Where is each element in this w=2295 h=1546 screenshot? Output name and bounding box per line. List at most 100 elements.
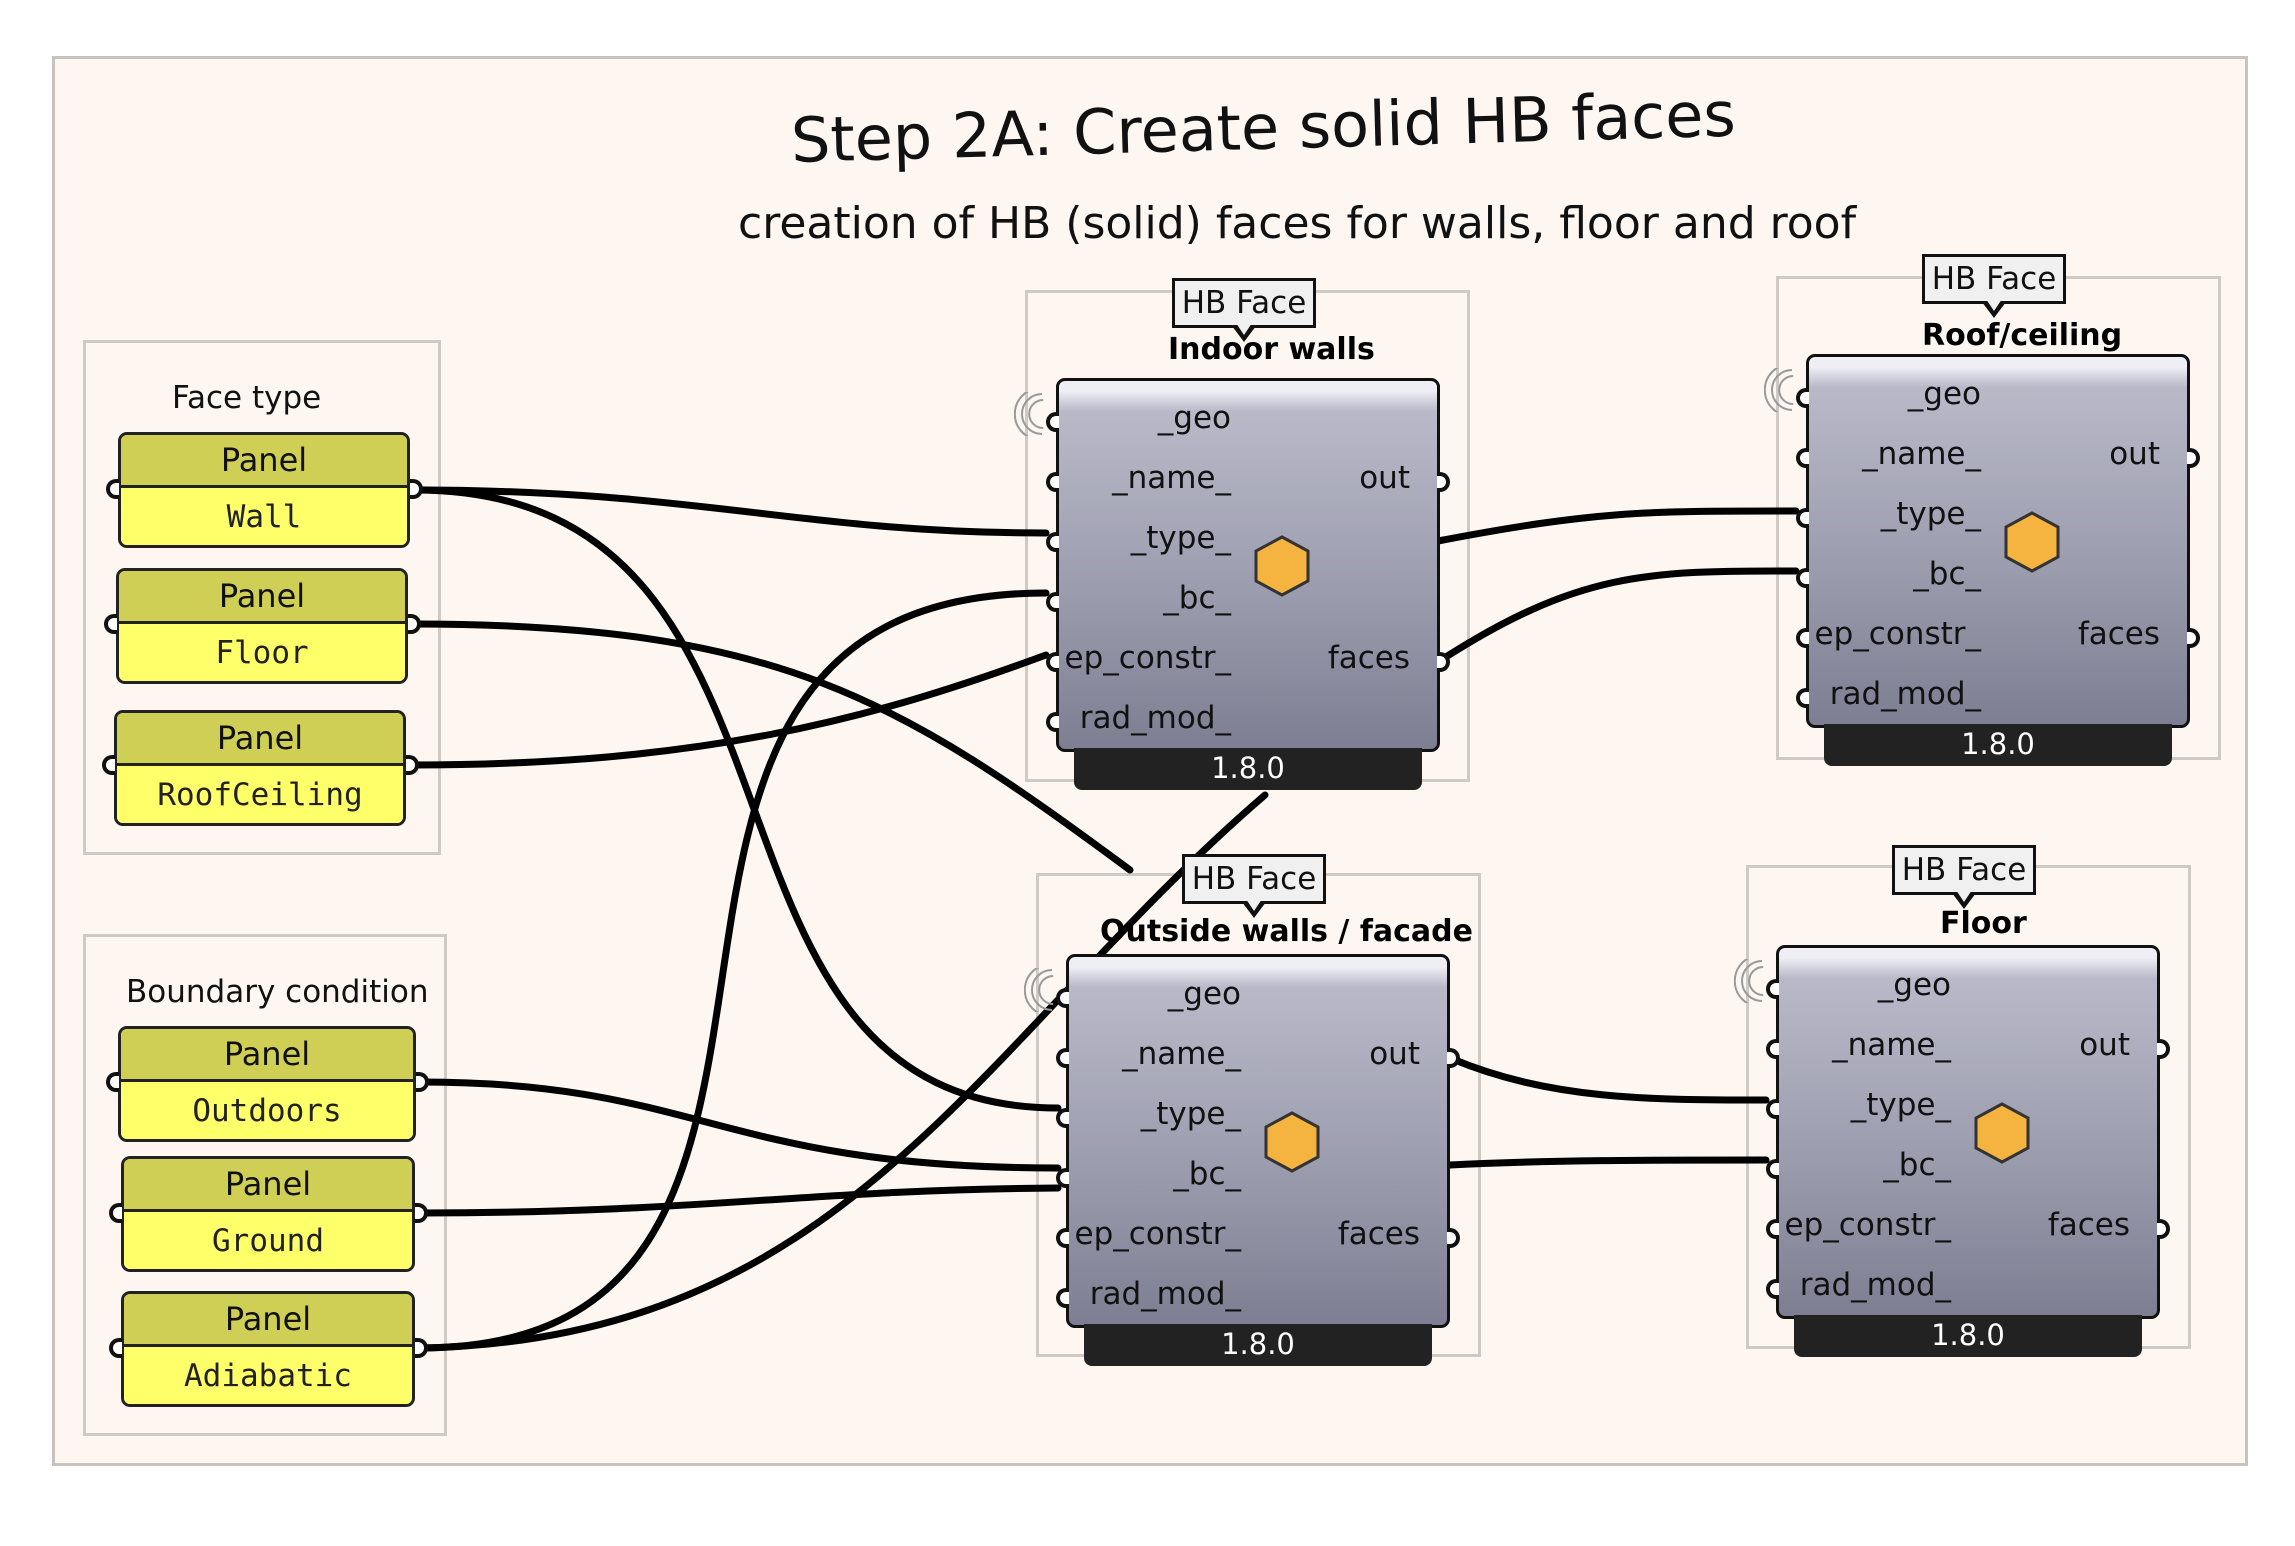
component-body[interactable] [1806, 354, 2190, 728]
input-grip[interactable] [1796, 388, 1809, 408]
panel-input-grip[interactable] [102, 755, 115, 775]
output-grip[interactable] [2187, 448, 2200, 468]
input-param-geo[interactable]: _geo [1167, 976, 1241, 1012]
input-param-geo[interactable]: _geo [1157, 400, 1231, 436]
input-param-name[interactable]: _name_ [1832, 1027, 1951, 1063]
output-param-out[interactable]: out [2079, 1027, 2130, 1063]
input-grip[interactable] [1766, 1099, 1779, 1119]
output-grip[interactable] [1447, 1228, 1460, 1248]
input-grip[interactable] [1796, 568, 1809, 588]
input-param-type[interactable]: _type_ [1850, 1087, 1951, 1123]
component-body[interactable] [1066, 954, 1450, 1328]
output-grip[interactable] [2157, 1039, 2170, 1059]
output-grip[interactable] [2157, 1219, 2170, 1239]
input-param-name[interactable]: _name_ [1122, 1036, 1241, 1072]
input-grip[interactable] [1796, 508, 1809, 528]
input-grip[interactable] [1056, 1048, 1069, 1068]
output-param-faces[interactable]: faces [1327, 640, 1410, 676]
input-param-bc[interactable]: _bc_ [1883, 1147, 1951, 1183]
input-param-radmod[interactable]: rad_mod_ [1799, 1267, 1951, 1303]
input-param-epconstr[interactable]: ep_constr_ [1814, 616, 1981, 652]
panel-output-grip[interactable] [415, 1203, 428, 1223]
input-grip[interactable] [1056, 1228, 1069, 1248]
panel-value[interactable]: Wall [121, 488, 407, 545]
panel-output-grip[interactable] [408, 614, 421, 634]
radio-waves-icon [1734, 959, 1764, 1003]
input-grip[interactable] [1046, 592, 1059, 612]
panel-floor[interactable]: Panel Floor [116, 568, 408, 684]
component-tag-label: HB Face [1172, 278, 1316, 328]
input-param-bc[interactable]: _bc_ [1163, 580, 1231, 616]
panel-value[interactable]: Ground [124, 1212, 412, 1269]
input-grip[interactable] [1056, 1168, 1069, 1188]
input-grip[interactable] [1046, 712, 1059, 732]
group-boundary-label: Boundary condition [126, 974, 429, 1010]
input-grip[interactable] [1766, 1159, 1779, 1179]
panel-value[interactable]: RoofCeiling [117, 766, 403, 823]
output-grip[interactable] [1437, 472, 1450, 492]
input-grip[interactable] [1056, 1108, 1069, 1128]
output-param-out[interactable]: out [1359, 460, 1410, 496]
input-param-type[interactable]: _type_ [1140, 1096, 1241, 1132]
input-param-name[interactable]: _name_ [1112, 460, 1231, 496]
panel-output-grip[interactable] [416, 1072, 429, 1092]
input-param-epconstr[interactable]: ep_constr_ [1074, 1216, 1241, 1252]
input-param-radmod[interactable]: rad_mod_ [1079, 700, 1231, 736]
input-grip[interactable] [1766, 1219, 1779, 1239]
output-grip[interactable] [2187, 628, 2200, 648]
output-grip[interactable] [1437, 652, 1450, 672]
input-grip[interactable] [1796, 688, 1809, 708]
input-grip[interactable] [1766, 979, 1779, 999]
panel-ground[interactable]: Panel Ground [121, 1156, 415, 1272]
input-grip[interactable] [1046, 412, 1059, 432]
honeycomb-hexagon-icon [1264, 1111, 1320, 1173]
panel-outdoors[interactable]: Panel Outdoors [118, 1026, 416, 1142]
input-grip[interactable] [1046, 652, 1059, 672]
group-boundary-condition[interactable] [83, 934, 447, 1436]
output-param-faces[interactable]: faces [2047, 1207, 2130, 1243]
component-body[interactable] [1776, 945, 2160, 1319]
output-grip[interactable] [1447, 1048, 1460, 1068]
panel-adiabatic[interactable]: Panel Adiabatic [121, 1291, 415, 1407]
input-grip[interactable] [1046, 472, 1059, 492]
panel-roofceiling[interactable]: Panel RoofCeiling [114, 710, 406, 826]
panel-header: Panel [124, 1294, 412, 1347]
input-param-bc[interactable]: _bc_ [1173, 1156, 1241, 1192]
input-grip[interactable] [1796, 448, 1809, 468]
input-param-radmod[interactable]: rad_mod_ [1089, 1276, 1241, 1312]
input-grip[interactable] [1046, 532, 1059, 552]
component-version: 1.8.0 [1084, 1324, 1432, 1366]
input-param-epconstr[interactable]: ep_constr_ [1784, 1207, 1951, 1243]
panel-value[interactable]: Floor [119, 624, 405, 681]
input-param-geo[interactable]: _geo [1877, 967, 1951, 1003]
panel-value[interactable]: Outdoors [121, 1082, 413, 1139]
input-param-type[interactable]: _type_ [1130, 520, 1231, 556]
group-face-type[interactable] [83, 340, 441, 855]
input-param-geo[interactable]: _geo [1907, 376, 1981, 412]
panel-output-grip[interactable] [415, 1338, 428, 1358]
panel-input-grip[interactable] [106, 1072, 119, 1092]
input-param-bc[interactable]: _bc_ [1913, 556, 1981, 592]
input-grip[interactable] [1056, 988, 1069, 1008]
input-grip[interactable] [1766, 1279, 1779, 1299]
panel-input-grip[interactable] [104, 614, 117, 634]
input-param-name[interactable]: _name_ [1862, 436, 1981, 472]
panel-output-grip[interactable] [406, 755, 419, 775]
input-grip[interactable] [1766, 1039, 1779, 1059]
input-param-epconstr[interactable]: ep_constr_ [1064, 640, 1231, 676]
panel-input-grip[interactable] [109, 1338, 122, 1358]
panel-input-grip[interactable] [109, 1203, 122, 1223]
output-param-faces[interactable]: faces [1337, 1216, 1420, 1252]
panel-input-grip[interactable] [106, 479, 119, 499]
output-param-out[interactable]: out [2109, 436, 2160, 472]
panel-wall[interactable]: Panel Wall [118, 432, 410, 548]
output-param-out[interactable]: out [1369, 1036, 1420, 1072]
input-param-type[interactable]: _type_ [1880, 496, 1981, 532]
panel-value[interactable]: Adiabatic [124, 1347, 412, 1404]
panel-output-grip[interactable] [410, 479, 423, 499]
component-body[interactable] [1056, 378, 1440, 752]
input-param-radmod[interactable]: rad_mod_ [1829, 676, 1981, 712]
input-grip[interactable] [1796, 628, 1809, 648]
output-param-faces[interactable]: faces [2077, 616, 2160, 652]
input-grip[interactable] [1056, 1288, 1069, 1308]
